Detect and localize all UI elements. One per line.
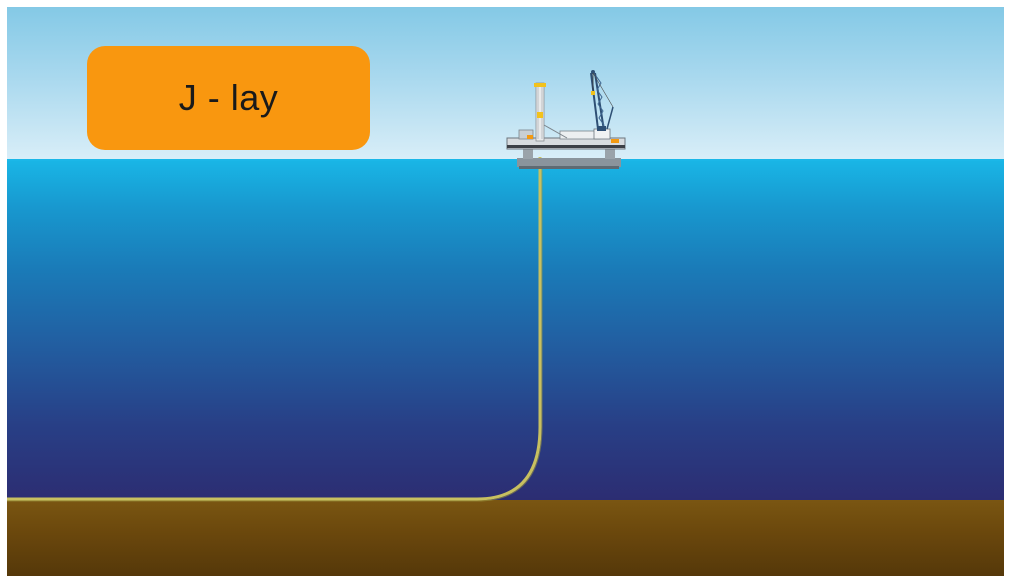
title-label: J - lay	[87, 46, 370, 150]
j-lay-diagram: J - lay	[7, 7, 1004, 576]
diagram-graphics	[7, 70, 626, 502]
j-lay-tower-icon	[534, 82, 568, 142]
sea-surface	[7, 159, 1004, 161]
pipeline	[7, 157, 542, 501]
crane-icon	[590, 70, 614, 140]
title-text: J - lay	[178, 77, 279, 118]
seabed	[7, 500, 1004, 576]
sea	[7, 160, 1004, 500]
pipeline-shadow	[7, 162, 543, 502]
